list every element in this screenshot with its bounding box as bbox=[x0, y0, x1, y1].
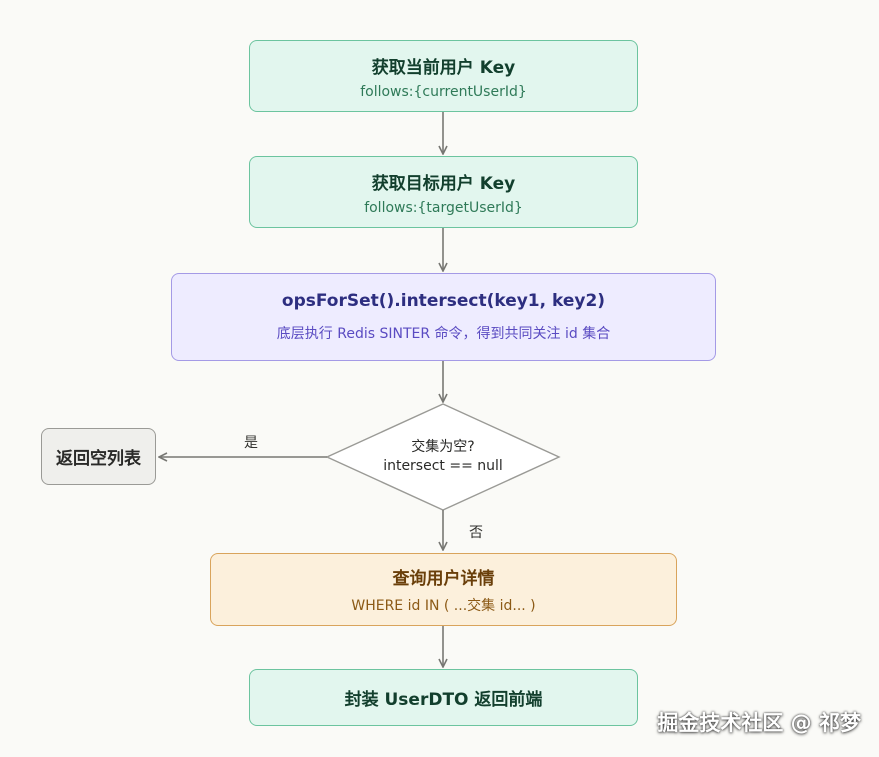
edge-label-yes: 是 bbox=[244, 435, 258, 451]
node-get-current-key: 获取当前用户 Key follows:{currentUserId} bbox=[249, 40, 638, 112]
node-query-details-title: 查询用户详情 bbox=[392, 569, 495, 589]
node-query-details-subtitle: WHERE id IN ( ...交集 id... ) bbox=[351, 598, 536, 614]
decision-label-line2: intersect == null bbox=[383, 458, 503, 474]
node-intersect: opsForSet().intersect(key1, key2) 底层执行 R… bbox=[171, 273, 716, 361]
node-get-current-key-subtitle: follows:{currentUserId} bbox=[360, 83, 527, 100]
node-return-empty: 返回空列表 bbox=[41, 428, 156, 485]
node-return-empty-title: 返回空列表 bbox=[56, 449, 141, 469]
decision-label: 交集为空? intersect == null bbox=[327, 404, 559, 510]
node-intersect-subtitle: 底层执行 Redis SINTER 命令，得到共同关注 id 集合 bbox=[276, 326, 611, 342]
node-get-target-key-title: 获取目标用户 Key bbox=[371, 173, 516, 194]
node-intersect-title: opsForSet().intersect(key1, key2) bbox=[281, 291, 606, 311]
node-wrap-return: 封装 UserDTO 返回前端 bbox=[249, 669, 638, 726]
node-get-target-key-subtitle: follows:{targetUserId} bbox=[364, 199, 523, 216]
edge-label-no: 否 bbox=[469, 525, 483, 541]
node-query-details: 查询用户详情 WHERE id IN ( ...交集 id... ) bbox=[210, 553, 677, 626]
decision-label-line1: 交集为空? bbox=[411, 439, 475, 455]
node-get-target-key: 获取目标用户 Key follows:{targetUserId} bbox=[249, 156, 638, 228]
node-wrap-return-title: 封装 UserDTO 返回前端 bbox=[344, 690, 543, 710]
node-get-current-key-title: 获取当前用户 Key bbox=[371, 57, 516, 78]
watermark-text: 掘金技术社区 @ 祁梦 bbox=[657, 711, 861, 735]
